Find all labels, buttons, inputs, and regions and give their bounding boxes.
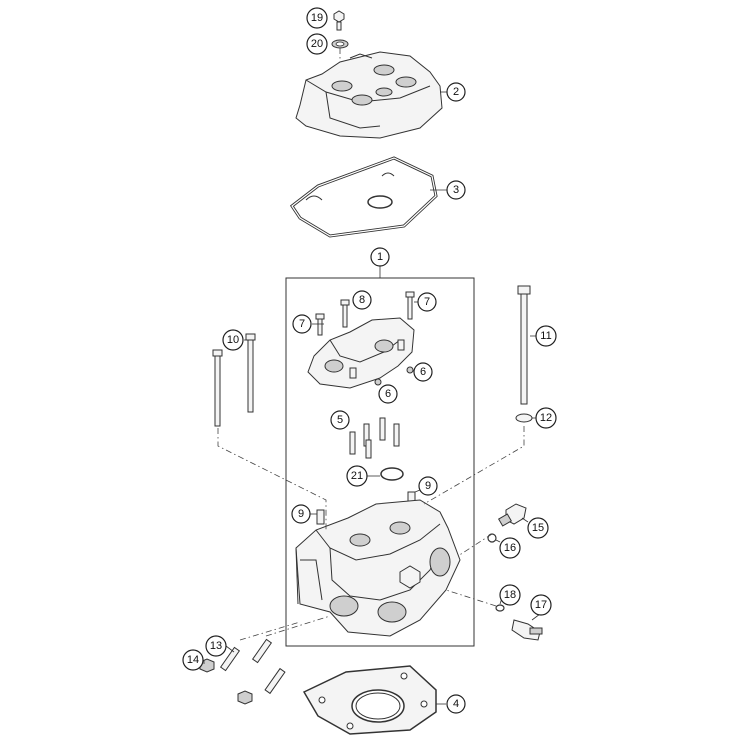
leader-9b [414,489,421,493]
axis-11 [423,426,525,505]
part-14-nuts [199,658,253,705]
axis-13 [239,621,301,641]
part-18-seal [495,604,505,612]
callout-12: 12 [535,407,557,429]
cylinder-head [295,499,461,637]
part-21-o-ring [380,467,404,481]
callout-13-label: 13 [210,640,222,652]
part-7-bolt-right [405,291,415,320]
leader-16 [495,539,501,543]
callout-11-label: 11 [540,330,551,342]
callout-10-label: 10 [227,334,239,346]
callout-8: 8 [352,290,372,310]
callout-7b-label: 7 [424,296,430,308]
part-13-studs [219,638,286,695]
callout-9b-label: 9 [425,480,431,492]
part-3-cover-gasket [289,156,438,238]
callout-1: 1 [370,247,390,267]
part-8-bolt [340,299,350,328]
callout-11: 11 [535,325,557,347]
callout-21: 21 [346,465,368,487]
callout-16-label: 16 [504,542,516,554]
callout-19: 19 [306,7,328,29]
callout-14: 14 [182,649,204,671]
callout-7a: 7 [292,314,312,334]
callout-7a-label: 7 [299,318,305,330]
callout-6a-label: 6 [420,366,426,378]
callout-9b: 9 [418,476,438,496]
part-12-washer [515,413,533,423]
leader-15 [521,517,529,523]
callout-20: 20 [306,33,328,55]
callout-4-label: 4 [453,698,459,710]
callout-5-label: 5 [337,414,343,426]
callout-17: 17 [530,594,552,616]
part-15-sensor [497,503,527,527]
part-19-screw [333,10,345,31]
callout-6b-label: 6 [385,388,391,400]
callout-6b: 6 [378,384,398,404]
callout-6a: 6 [413,362,433,382]
part-17-sensor [511,619,543,641]
callout-12-label: 12 [540,412,552,424]
callout-18-label: 18 [504,589,516,601]
part-5-valve-guides [349,417,400,459]
axis-17 [445,589,497,607]
callout-16: 16 [499,537,521,559]
callout-2: 2 [446,82,466,102]
callout-18: 18 [499,584,521,606]
callout-19-label: 19 [311,12,323,24]
callout-3-label: 3 [453,184,459,196]
callout-10: 10 [222,329,244,351]
part-2-valve-cover [295,51,443,139]
leader-13 [225,645,235,653]
callout-4: 4 [446,694,466,714]
camshaft-carrier [307,317,415,389]
callout-14-label: 14 [187,654,199,666]
part-16-seal [487,533,497,543]
callout-5: 5 [330,410,350,430]
callout-13: 13 [205,635,227,657]
callout-9a: 9 [291,504,311,524]
part-6-pin-b [374,378,382,386]
part-7-bolt-left [315,313,325,336]
axis-15 [457,533,493,557]
callout-8-label: 8 [359,294,365,306]
part-20-seal-ring [331,39,349,49]
callout-15-label: 15 [532,522,544,534]
part-11-bolt [517,285,531,405]
callout-7b: 7 [417,292,437,312]
part-4-head-gasket [302,665,437,735]
callout-1-label: 1 [377,251,383,263]
part-6-pin-a [406,366,414,374]
callout-9a-label: 9 [298,508,304,520]
callout-21-label: 21 [351,470,363,482]
part-9-dowel-left [316,509,325,525]
callout-2-label: 2 [453,86,459,98]
axis-13b [265,615,331,637]
callout-17-label: 17 [535,599,547,611]
axis-10 [217,428,327,532]
callout-15: 15 [527,517,549,539]
callout-3: 3 [446,180,466,200]
callout-20-label: 20 [311,38,323,50]
part-10-bolts [212,333,256,427]
